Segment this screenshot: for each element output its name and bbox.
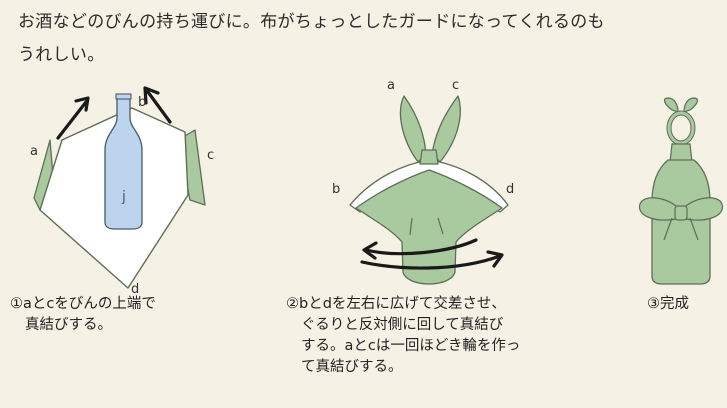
- bottle-cap: [115, 93, 132, 100]
- step2-top-knot: [419, 149, 439, 165]
- step1-arrow-c-icon: [143, 86, 172, 124]
- step1-caption-line-2: 真結びする。: [25, 317, 112, 333]
- step2-label-a: a: [387, 78, 395, 93]
- step2-label-b: b: [332, 182, 341, 197]
- step2-illustration: [349, 95, 509, 285]
- step3-wrapped-bottle: [651, 159, 711, 285]
- step2-caption-line-3: する。aとcは一回ほどき輪を作っ: [301, 338, 521, 354]
- step1-caption: ①aとcをびんの上端で 真結びする。: [10, 294, 156, 336]
- step2-label-c: c: [452, 78, 460, 93]
- step1-illustration: [33, 86, 206, 289]
- step2-curved-arrow-right-icon: [360, 250, 504, 270]
- step3-caption: ③完成: [647, 294, 689, 315]
- step1-label-b: b: [138, 95, 147, 110]
- step3-illustration: [638, 97, 724, 285]
- step2-caption: ②bとdを左右に広げて交差させ、 ぐるりと反対側に回して真結び する。aとcは一…: [286, 294, 520, 378]
- step1-label-c: c: [207, 148, 215, 163]
- bottle-mark: j: [122, 189, 126, 205]
- step1-arrow-a-icon: [56, 96, 90, 140]
- step1-caption-line-1: aとcをびんの上端で: [23, 296, 156, 312]
- step1-number: ①: [10, 296, 23, 312]
- step3-caption-line-1: 完成: [660, 296, 689, 312]
- step2-ear-c: [431, 95, 461, 163]
- step3-ear-left: [663, 97, 679, 113]
- intro-line-2: うれしい。: [18, 45, 105, 65]
- step1-label-d: d: [131, 282, 140, 297]
- step1-label-a: a: [30, 144, 38, 159]
- step2-label-d: d: [506, 182, 515, 197]
- step2-number: ②: [286, 296, 299, 312]
- step3-number: ③: [647, 296, 660, 312]
- bottle: [104, 95, 143, 230]
- step2-curved-arrow-left-icon: [362, 238, 478, 260]
- step3-ear-right: [683, 97, 699, 113]
- step2-caption-line-4: て真結びする。: [301, 359, 403, 375]
- step2-green-body: [355, 169, 503, 285]
- intro-line-1: お酒などのびんの持ち運びに。布がちょっとしたガードになってくれるのも: [18, 12, 605, 32]
- intro-text: お酒などのびんの持ち運びに。布がちょっとしたガードになってくれるのも うれしい。: [18, 6, 718, 72]
- step2-caption-line-1: bとdを左右に広げて交差させ、: [299, 296, 506, 312]
- step2-ear-a: [399, 95, 427, 163]
- step2-caption-line-2: ぐるりと反対側に回して真結び: [301, 317, 504, 333]
